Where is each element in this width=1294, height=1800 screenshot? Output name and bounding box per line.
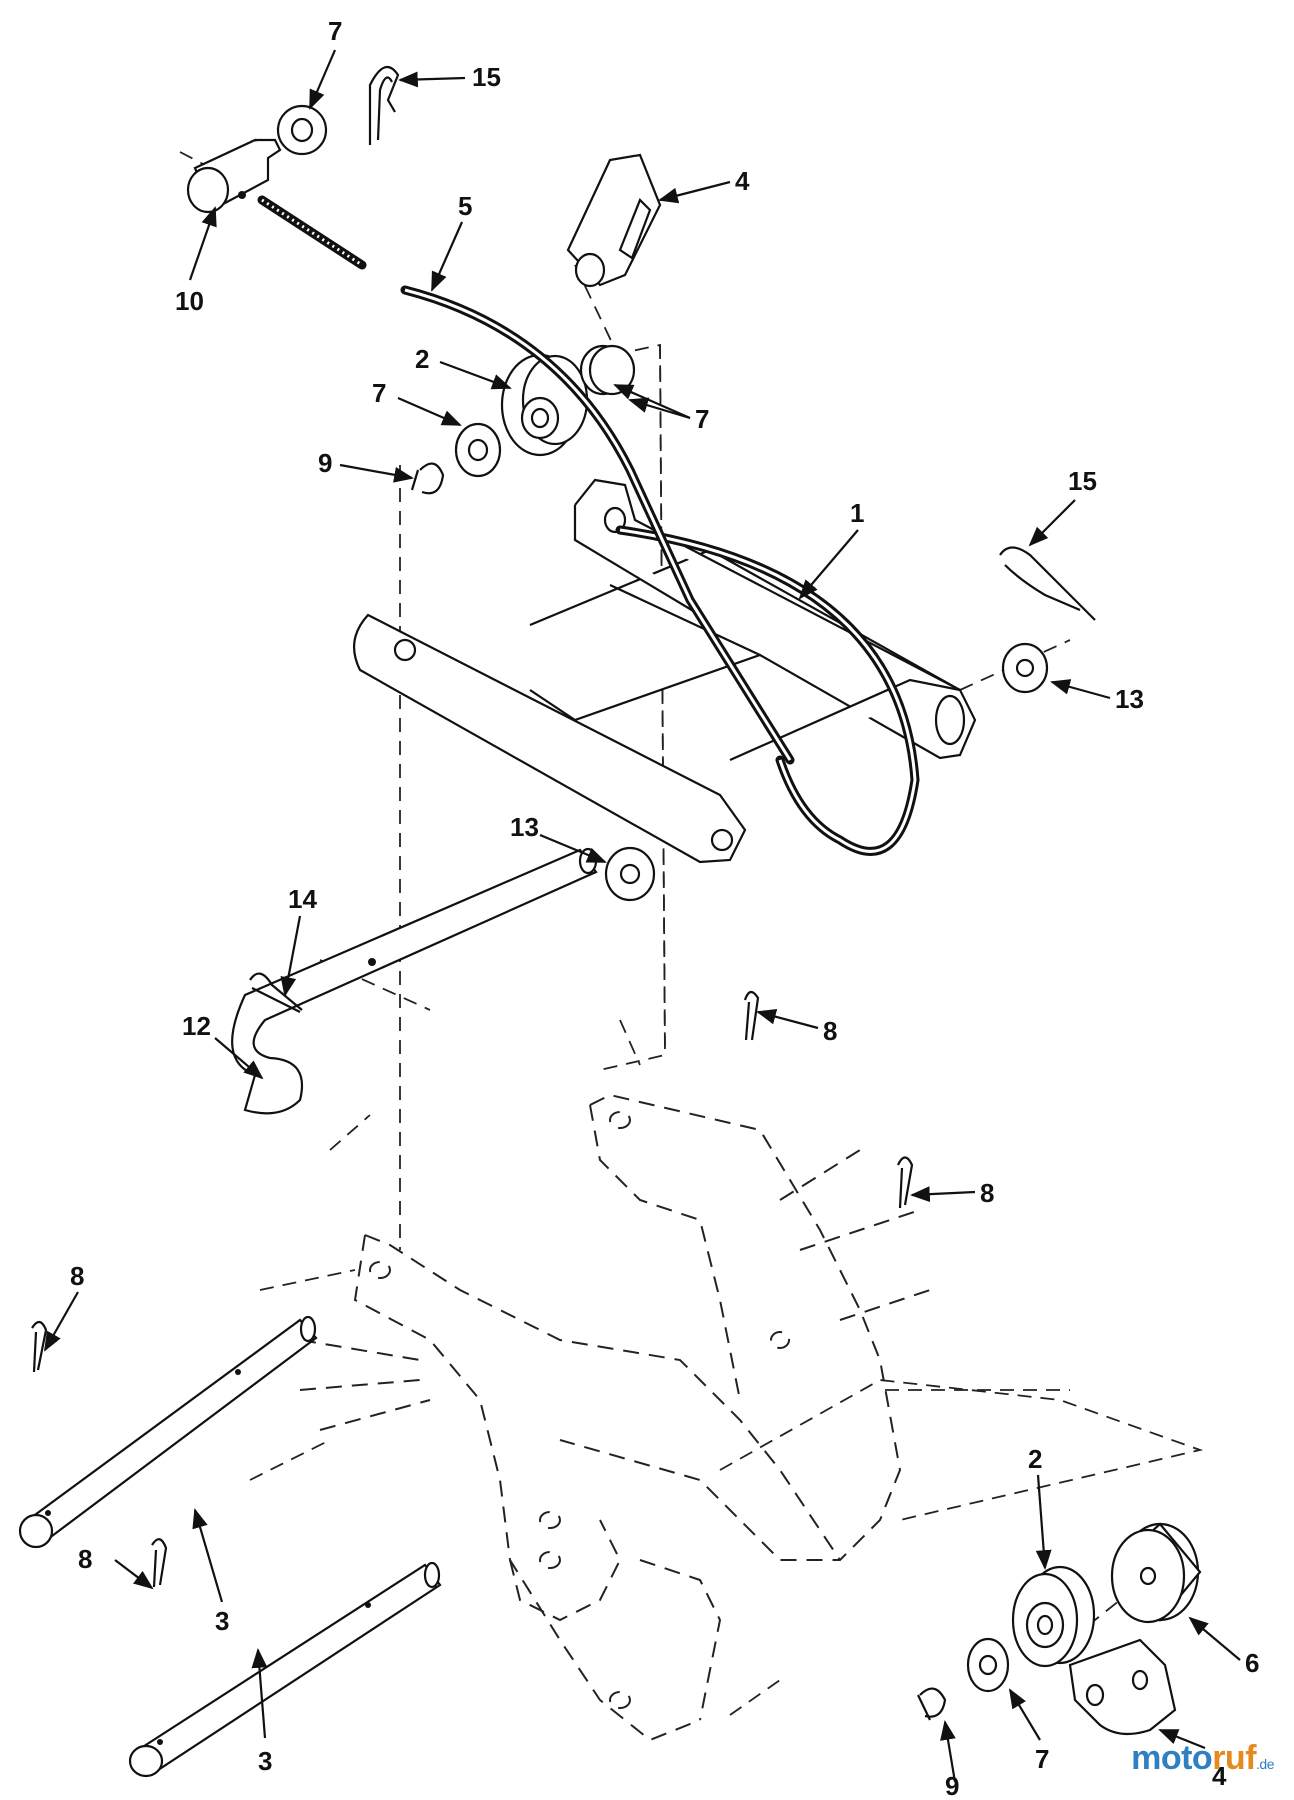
callout-8-mid: 8 — [823, 1016, 837, 1046]
callout-10: 10 — [175, 286, 204, 316]
idler-pulley-part-bottom — [1011, 1565, 1096, 1668]
callout-4-bottom: 4 — [1212, 1761, 1227, 1791]
callout-14: 14 — [288, 884, 317, 914]
pivot-pin-part-lower — [128, 1561, 442, 1778]
belt-guide-part-bottom — [1068, 1638, 1177, 1736]
callout-15-top: 15 — [472, 62, 501, 92]
callout-9-bottom: 9 — [945, 1771, 959, 1800]
snap-ring-part-bottom — [917, 1687, 947, 1721]
mounting-bracket-ghost — [299, 1093, 931, 1742]
callout-4-top: 4 — [735, 166, 750, 196]
callout-7-right: 7 — [695, 404, 709, 434]
callout-labels: 7 15 4 5 10 2 7 7 9 15 1 13 13 14 12 8 8… — [70, 16, 1259, 1800]
callout-3-upper: 3 — [215, 1606, 229, 1636]
assembly-guide-lines — [179, 151, 1204, 1716]
thrust-washer-part-mid — [604, 846, 656, 902]
callout-9-top: 9 — [318, 448, 332, 478]
idler-arm-part — [352, 478, 977, 864]
hairpin-clip-part-right — [999, 546, 1096, 621]
callout-7-top: 7 — [328, 16, 342, 46]
washer-part-mid — [454, 422, 502, 478]
cotter-pin-part-right — [897, 1156, 914, 1209]
hairpin-clip-part-top — [368, 65, 400, 145]
flat-idler-pulley-part — [1110, 1522, 1202, 1624]
cotter-pin-part-mid — [743, 990, 760, 1041]
washer-part-right — [579, 344, 636, 396]
watermark-logo: motoruf.de — [1131, 1739, 1274, 1778]
thrust-washer-part-right — [1001, 642, 1049, 694]
idler-pulley-part-top — [500, 353, 589, 457]
callout-7-bottom: 7 — [1035, 1744, 1049, 1774]
callout-15-right: 15 — [1068, 466, 1097, 496]
callout-5: 5 — [458, 191, 472, 221]
callout-7-mid: 7 — [372, 378, 386, 408]
callout-12: 12 — [182, 1011, 211, 1041]
leader-arrows — [44, 49, 1241, 1783]
callout-8-low: 8 — [78, 1544, 92, 1574]
v-belt-part — [400, 285, 795, 765]
pivot-pin-part-upper — [18, 1315, 318, 1549]
watermark-part2: ruf — [1212, 1739, 1257, 1777]
callout-13-right: 13 — [1115, 684, 1144, 714]
callout-1: 1 — [850, 498, 864, 528]
callout-8-left: 8 — [70, 1261, 84, 1291]
callout-2-bottom: 2 — [1028, 1444, 1042, 1474]
callout-2-top: 2 — [415, 344, 429, 374]
cotter-pin-part-low — [151, 1538, 168, 1588]
callout-8-right: 8 — [980, 1178, 994, 1208]
watermark-part1: moto — [1131, 1739, 1213, 1777]
callout-13-mid: 13 — [510, 812, 539, 842]
cotter-pin-part-14 — [249, 972, 303, 1013]
callout-3-lower: 3 — [258, 1746, 272, 1776]
adjusting-knob-part — [186, 138, 367, 270]
cotter-pin-part-left — [31, 1320, 48, 1373]
watermark-part3: .de — [1256, 1756, 1274, 1772]
washer-part-top — [276, 104, 328, 156]
snap-ring-part-top — [410, 462, 445, 495]
belt-guide-part-top — [566, 153, 662, 288]
washer-part-bottom — [966, 1637, 1010, 1693]
callout-6: 6 — [1245, 1648, 1259, 1678]
